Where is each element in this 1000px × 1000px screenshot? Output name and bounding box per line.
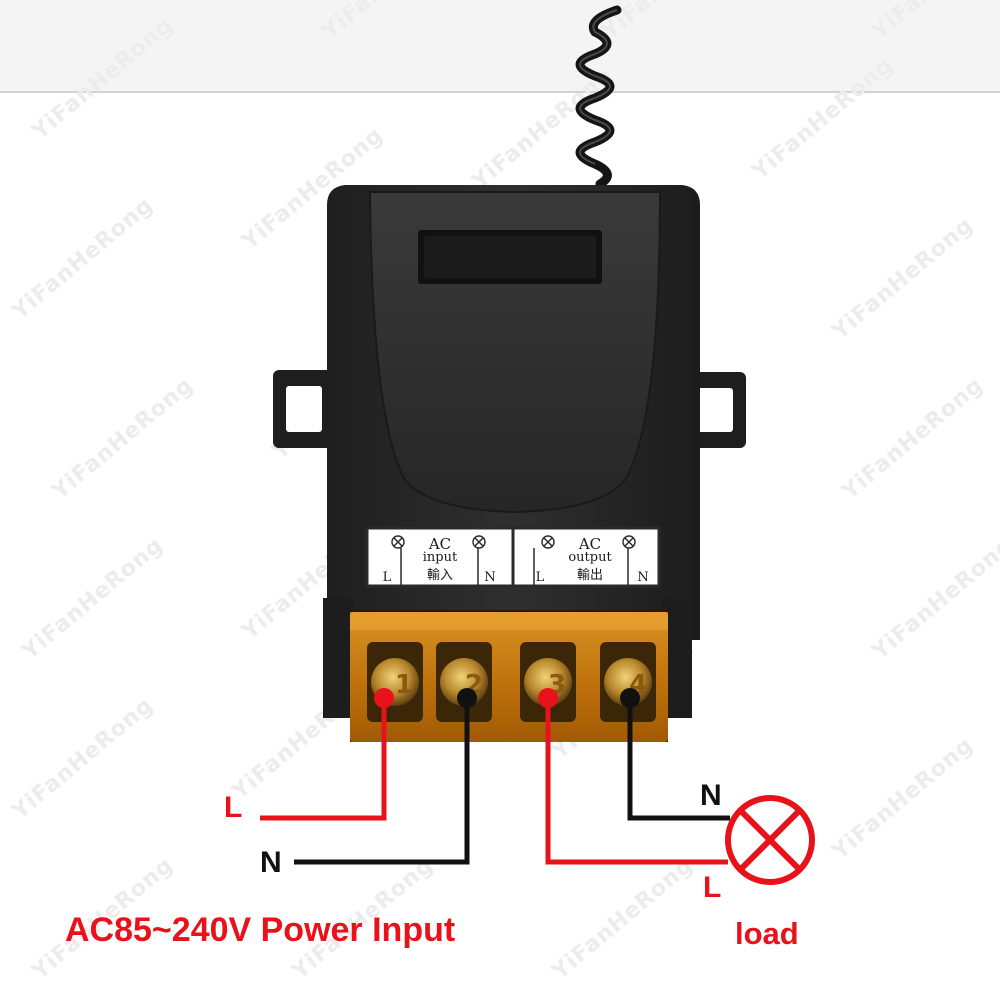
- input-live-label: L: [224, 791, 242, 824]
- terminal-symbol-1: [391, 535, 405, 549]
- load-neutral-wire-end: [620, 688, 640, 708]
- mount-hole-left: [286, 386, 322, 432]
- terminal-symbol-2: [472, 535, 486, 549]
- output-ac-label: AC: [578, 535, 601, 553]
- input-neutral-wire-end: [457, 688, 477, 708]
- input-ac-label: AC: [428, 535, 451, 553]
- terminal-symbol-4: [622, 535, 636, 549]
- output-right-terminal-label: N: [637, 570, 648, 585]
- load-live-wire: [545, 698, 728, 865]
- input-right-terminal-label: N: [484, 570, 495, 585]
- output-sub-label: output: [568, 550, 612, 565]
- input-live-wire-end: [374, 688, 394, 708]
- lamp-load-icon: [725, 795, 815, 885]
- terminal-screw-1: 1: [367, 642, 423, 722]
- input-cn-label: 輸入: [427, 568, 453, 583]
- terminal-screw-2: 2: [436, 642, 492, 722]
- antenna-spring-highlight: [579, 9, 618, 165]
- input-left-terminal-label: L: [383, 570, 392, 585]
- input-neutral-label: N: [260, 846, 282, 879]
- load-live-wire-end: [538, 688, 558, 708]
- terminal-number-1: 1: [395, 670, 413, 700]
- watermark-text: YiFanHeRong: [837, 373, 988, 506]
- terminal-cover: [350, 612, 668, 742]
- terminal-screw-4: 4: [600, 642, 656, 722]
- led-window-inner: [424, 236, 596, 278]
- watermark-text: YiFanHeRong: [47, 373, 198, 506]
- mount-hole-right: [697, 388, 733, 432]
- power-input-caption: AC85~240V Power Input: [65, 911, 455, 949]
- terminal-label-panel: AC input 輸入 L N AC output 輸出 L N: [365, 526, 661, 588]
- load-neutral-wire: [627, 698, 730, 821]
- load-caption: load: [735, 916, 799, 951]
- watermark-text: YiFanHeRong: [827, 733, 978, 866]
- terminal-cover-highlight: [350, 612, 668, 630]
- output-left-terminal-label: L: [536, 570, 545, 585]
- watermark-text: YiFanHeRong: [827, 213, 978, 346]
- terminal-symbol-3: [541, 535, 555, 549]
- watermark-text: YiFanHeRong: [7, 193, 158, 326]
- input-sub-label: input: [423, 550, 458, 565]
- input-live-wire: [260, 698, 387, 821]
- load-neutral-label: N: [700, 779, 722, 812]
- watermark-text: YiFanHeRong: [7, 693, 158, 826]
- housing-side-left: [323, 598, 353, 718]
- load-live-label: L: [703, 871, 721, 904]
- watermark-text: YiFanHeRong: [17, 533, 168, 666]
- watermark-text: YiFanHeRong: [867, 533, 1000, 666]
- top-backdrop: [0, 0, 1000, 92]
- output-cn-label: 輸出: [577, 568, 603, 583]
- input-neutral-wire: [294, 698, 470, 865]
- watermark-text: YiFanHeRong: [547, 853, 698, 986]
